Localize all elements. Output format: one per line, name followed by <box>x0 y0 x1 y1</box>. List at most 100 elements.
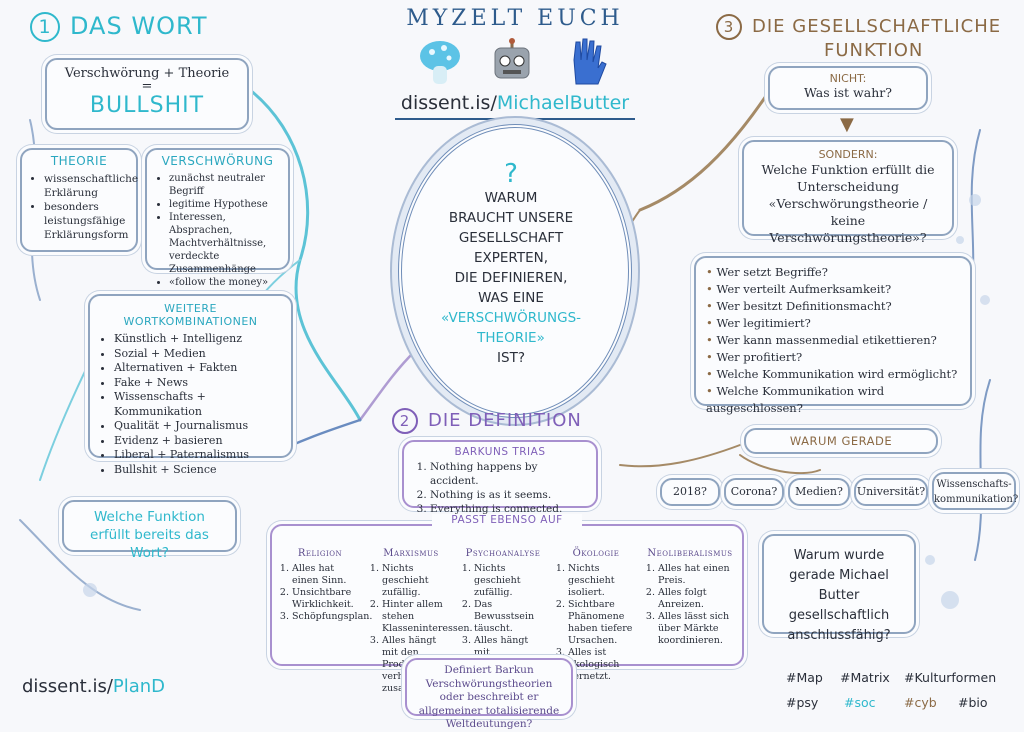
column-heading: Psychoanalyse <box>465 548 541 559</box>
column-religion: Religion Alles hat einen Sinn. Unsichtba… <box>278 548 372 623</box>
center-line: WAS EINE <box>478 290 544 306</box>
option-universitaet: Universität? <box>854 478 928 506</box>
verschwoerung-list: zunächst neutraler Begriff legitime Hypo… <box>153 172 282 289</box>
center-end: IST? <box>497 350 525 366</box>
list-item: Evidenz + basieren <box>114 434 283 449</box>
footer-url[interactable]: dissent.is/PlanD <box>22 676 165 697</box>
list-item: wissenschaftliche Erklärung <box>44 172 138 200</box>
question-text: Wer profitiert? <box>716 350 803 364</box>
center-qmark: ? <box>504 159 518 189</box>
section1-title-text: DAS WORT <box>70 12 208 40</box>
section3-title: 3 DIE GESELLSCHAFTLICHE FUNKTION <box>716 14 1001 62</box>
section2-question: Definiert Barkun Verschwörungstheorien o… <box>405 658 573 730</box>
list-item: Schöpfungsplan. <box>292 611 372 623</box>
list-item: legitime Hypothese <box>169 198 282 211</box>
question-text: Wer legitimiert? <box>716 316 811 330</box>
option-2018: 2018? <box>660 478 720 506</box>
list-item: Sichtbare Phänomene haben tiefere Ursach… <box>568 599 638 647</box>
list-item: Nichts geschieht isoliert. <box>568 563 638 599</box>
list-item: Sozial + Medien <box>114 347 283 362</box>
weitere-heading: WEITERE WORTKOMBINATIONEN <box>123 302 258 328</box>
footer-url-user: PlanD <box>112 676 166 697</box>
list-item: • Wer kann massenmedial etikettieren? <box>706 333 937 347</box>
tag-kulturformen[interactable]: #Kulturformen <box>904 670 997 685</box>
list-item: Nothing happens by accident. <box>430 460 588 488</box>
list-item: Qualität + Journalismus <box>114 419 283 434</box>
question-text: Welche Kommunikation wird ausgeschlossen… <box>706 384 885 415</box>
column-neoliberalismus: Neoliberalismus Alles hat einen Preis. A… <box>644 548 736 647</box>
trias-box: BARKUNS TRIAS Nothing happens by acciden… <box>402 440 598 515</box>
question-text: Wer besitzt Definitionsmacht? <box>716 299 892 313</box>
option-medien: Medien? <box>788 478 850 506</box>
section2-number: 2 <box>392 408 418 434</box>
trias-list: Nothing happens by accident. Nothing is … <box>412 460 588 516</box>
list-item: Nothing is as it seems. <box>430 488 588 502</box>
list-item: Alles hat einen Preis. <box>658 563 736 587</box>
column-heading: Marxismus <box>383 548 439 559</box>
header-url-prefix: dissent.is/ <box>400 92 497 114</box>
section1-question: Welche Funktion erfüllt bereits das Wort… <box>62 500 237 561</box>
list-item: Everything is connected. <box>430 502 588 516</box>
column-heading: Ökologie <box>572 548 620 559</box>
list-item: Unsichtbare Wirklichkeit. <box>292 587 362 611</box>
mushroom-icon <box>420 41 460 84</box>
nicht-box: NICHT: Was ist wahr? <box>768 66 928 110</box>
question-text: Wer kann massenmedial etikettieren? <box>716 333 937 347</box>
section2-title: 2 DIE DEFINITION <box>392 408 582 434</box>
questions-box: • Wer setzt Begriffe? • Wer verteilt Auf… <box>694 256 972 415</box>
hand-icon <box>573 38 607 85</box>
section2-title-text: DIE DEFINITION <box>428 410 582 431</box>
list-item: Bullshit + Science <box>114 463 283 478</box>
list-item: • Wer setzt Begriffe? <box>706 265 828 279</box>
question-text: Welche Kommunikation wird ermöglicht? <box>716 367 958 381</box>
nicht-text: Was ist wahr? <box>804 85 892 100</box>
list-item: • Welche Kommunikation wird ermöglicht? <box>706 367 958 381</box>
question-text: Wer setzt Begriffe? <box>716 265 828 279</box>
center-frame <box>398 124 632 418</box>
list-item: • Wer besitzt Definitionsmacht? <box>706 299 892 313</box>
formula-equals: = <box>141 79 153 94</box>
verschwoerung-box: VERSCHWÖRUNG zunächst neutraler Begriff … <box>145 148 290 288</box>
column-list: Alles hat einen Preis. Alles folgt Anrei… <box>644 563 736 647</box>
column-heading: Neoliberalismus <box>647 548 733 559</box>
tag-psy[interactable]: #psy <box>786 695 819 710</box>
center-line: BRAUCHT UNSERE <box>448 210 574 226</box>
nicht-label: NICHT: <box>829 72 867 85</box>
list-item: Das Bewusstsein täuscht. <box>474 599 546 635</box>
final-question-box: Warum wurde gerade Michael Butter gesell… <box>762 534 916 643</box>
list-item: Alternativen + Fakten <box>114 361 283 376</box>
section3-title-line1: DIE GESELLSCHAFTLICHE <box>752 16 1002 37</box>
weitere-list: Künstlich + Intelligenz Sozial + Medien … <box>98 332 283 477</box>
sondern-text: Welche Funktion erfüllt die Unterscheidu… <box>761 162 935 245</box>
tag-map[interactable]: #Map <box>786 670 823 685</box>
section3-number: 3 <box>716 14 742 40</box>
list-item: besonders leistungsfähige Erklärungsform <box>44 200 130 242</box>
tag-bio[interactable]: #bio <box>958 695 988 710</box>
option-corona: Corona? <box>724 478 784 506</box>
verschwoerung-heading: VERSCHWÖRUNG <box>161 154 274 168</box>
tag-cyb[interactable]: #cyb <box>904 695 937 710</box>
list-item: Nichts geschieht zufällig. <box>382 563 454 599</box>
sondern-label: SONDERN: <box>818 148 878 161</box>
list-item: Nichts geschieht zufällig. <box>474 563 546 599</box>
questions-list: • Wer setzt Begriffe? • Wer verteilt Auf… <box>706 264 960 417</box>
theorie-list: wissenschaftliche Erklärung besonders le… <box>28 172 138 242</box>
main-title: MYZELT EUCH <box>406 6 624 31</box>
passt-label: PASST EBENSO AUF <box>432 514 582 526</box>
center-highlight: «VERSCHWÖRUNGS- <box>440 310 582 326</box>
list-item: Alles hat einen Sinn. <box>292 563 362 587</box>
list-item: • Wer profitiert? <box>706 350 803 364</box>
list-item: Alles lässt sich über Märkte koordiniere… <box>658 611 736 647</box>
warum-gerade-box: WARUM GERADE <box>744 428 938 454</box>
center-highlight: THEORIE» <box>477 330 545 346</box>
tag-soc[interactable]: #soc <box>844 695 876 710</box>
list-item: Wissenschafts + Kommunikation <box>114 390 283 419</box>
center-question: ? WARUM BRAUCHT UNSERE GESELLSCHAFT EXPE… <box>418 160 604 368</box>
theorie-box: THEORIE wissenschaftliche Erklärung beso… <box>20 148 138 252</box>
list-item: • Wer legitimiert? <box>706 316 811 330</box>
section3-title-line2: FUNKTION <box>824 40 924 61</box>
list-item: • Wer verteilt Aufmerksamkeit? <box>706 282 892 296</box>
tag-matrix[interactable]: #Matrix <box>840 670 890 685</box>
header-url[interactable]: dissent.is/MichaelButter <box>395 92 635 120</box>
